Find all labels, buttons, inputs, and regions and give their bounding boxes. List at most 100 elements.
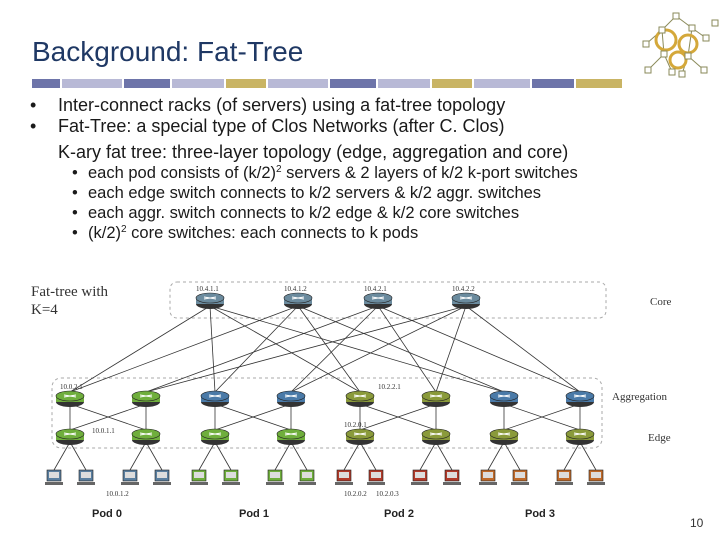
core-agg-link (145, 305, 379, 393)
address-label: 10.2.0.1 (344, 421, 367, 429)
server-host-icon (411, 469, 429, 485)
server-host-icon (511, 469, 529, 485)
edge-host-link (579, 441, 597, 471)
bullet-text: Fat-Tree: a special type of Clos Network… (58, 116, 505, 136)
edge-host-link (214, 441, 232, 471)
layer-label-aggregation: Aggregation (612, 391, 667, 403)
agg-edge-link (359, 403, 437, 431)
pod-label: Pod 0 (92, 508, 122, 520)
page-number: 10 (690, 516, 704, 530)
core-agg-link (377, 305, 437, 393)
pod-label: Pod 3 (525, 508, 555, 520)
edge-switch-icon (131, 428, 161, 445)
edge-switch-icon (421, 428, 451, 445)
agg-edge-link (69, 403, 147, 431)
aggregation-switch-icon (421, 390, 451, 407)
kary-line: K-ary fat tree: three-layer topology (ed… (58, 142, 569, 162)
server-host-icon (443, 469, 461, 485)
edge-host-link (343, 441, 361, 471)
core-layer-region (169, 281, 607, 319)
core-agg-link (145, 305, 467, 393)
server-host-icon (190, 469, 208, 485)
edge-host-link (359, 441, 377, 471)
server-host-icon (367, 469, 385, 485)
aggregation-switch-icon (489, 390, 519, 407)
address-label: 10.0.2.1 (60, 383, 83, 391)
sub-bullet-item: •each pod consists of (k/2)2 servers & 2… (30, 163, 720, 183)
sub-bullet-item: • (k/2)2 core switches: each connects to … (30, 223, 720, 243)
edge-host-link (563, 441, 581, 471)
bullet-dot: • (72, 204, 78, 222)
server-host-icon (335, 469, 353, 485)
aggregation-switch-icon (131, 390, 161, 407)
sub-bullet-item: •each aggr. switch connects to k/2 edge … (30, 203, 720, 223)
edge-host-link (503, 441, 521, 471)
network-logo-icon (642, 12, 719, 78)
core-agg-link (214, 305, 299, 393)
bullet-dot: • (72, 164, 78, 182)
edge-host-link (435, 441, 453, 471)
bullet-item: • Inter-connect racks (of servers) using … (30, 95, 720, 116)
fat-tree-diagram: Core Aggregation Edge 10.4.1.1 10.4.1.2 … (45, 281, 672, 520)
core-agg-link (209, 305, 505, 393)
layer-label-edge: Edge (648, 432, 671, 444)
core-agg-link (290, 305, 379, 393)
core-agg-link (465, 305, 581, 393)
edge-host-link (487, 441, 505, 471)
edge-switch-icon (489, 428, 519, 445)
server-host-icon (266, 469, 284, 485)
server-host-icon (222, 469, 240, 485)
core-agg-link (377, 305, 581, 393)
aggregation-switch-icon (345, 390, 375, 407)
edge-host-link (53, 441, 71, 471)
bullet-dot: • (72, 224, 78, 242)
server-host-icon (121, 469, 139, 485)
bullet-dot: • (30, 116, 37, 136)
address-label: 10.0.1.1 (92, 427, 115, 435)
server-host-icon (298, 469, 316, 485)
server-host-icon (77, 469, 95, 485)
address-label: 10.2.0.3 (376, 490, 399, 498)
core-address-label: 10.4.2.2 (452, 285, 475, 293)
aggregation-switch-icon (276, 390, 306, 407)
edge-switch-icon (200, 428, 230, 445)
pod-label: Pod 1 (239, 508, 269, 520)
edge-host-link (69, 441, 87, 471)
bullet-dot: • (30, 95, 37, 115)
aggregation-switch-icon (565, 390, 595, 407)
sub-bullet-text: each pod consists of (k/2) (88, 164, 277, 182)
edge-switch-icon (565, 428, 595, 445)
sub-bullet-text: each edge switch connects to k/2 servers… (88, 184, 542, 202)
core-agg-link (69, 305, 211, 393)
bullet-list: • Inter-connect racks (of servers) using … (30, 95, 720, 243)
superscript: 2 (121, 224, 127, 235)
pod-region (51, 377, 603, 449)
core-agg-link (297, 305, 361, 393)
core-agg-link (297, 305, 505, 393)
server-host-icon (555, 469, 573, 485)
aggregation-switch-icon (55, 390, 85, 407)
sub-bullet-text: core switches: each connects to k pods (126, 224, 419, 242)
edge-host-link (129, 441, 147, 471)
edge-switch-icon (345, 428, 375, 445)
edge-host-link (290, 441, 308, 471)
slide-title: Background: Fat-Tree (32, 36, 304, 67)
core-address-label: 10.4.1.1 (196, 285, 219, 293)
core-agg-link (209, 305, 216, 393)
bullet-text: Inter-connect racks (of servers) using a… (58, 95, 506, 115)
bullet-item: • Fat-Tree: a special type of Clos Networ… (30, 116, 720, 137)
core-agg-link (69, 305, 299, 393)
sub-bullet-text: (k/2) (88, 224, 121, 242)
sub-bullet-item: • each edge switch connects to k/2 server… (30, 183, 720, 203)
address-label: 10.2.2.1 (378, 383, 401, 391)
server-host-icon (587, 469, 605, 485)
core-switch-icon (195, 292, 225, 309)
title-underline-stripe (32, 79, 622, 88)
server-host-icon (153, 469, 171, 485)
pod-label: Pod 2 (384, 508, 414, 520)
server-host-icon (45, 469, 63, 485)
bullet-dot: • (72, 184, 78, 202)
core-agg-link (209, 305, 361, 393)
layer-label-core: Core (650, 296, 672, 308)
address-label: 10.0.1.2 (106, 490, 129, 498)
